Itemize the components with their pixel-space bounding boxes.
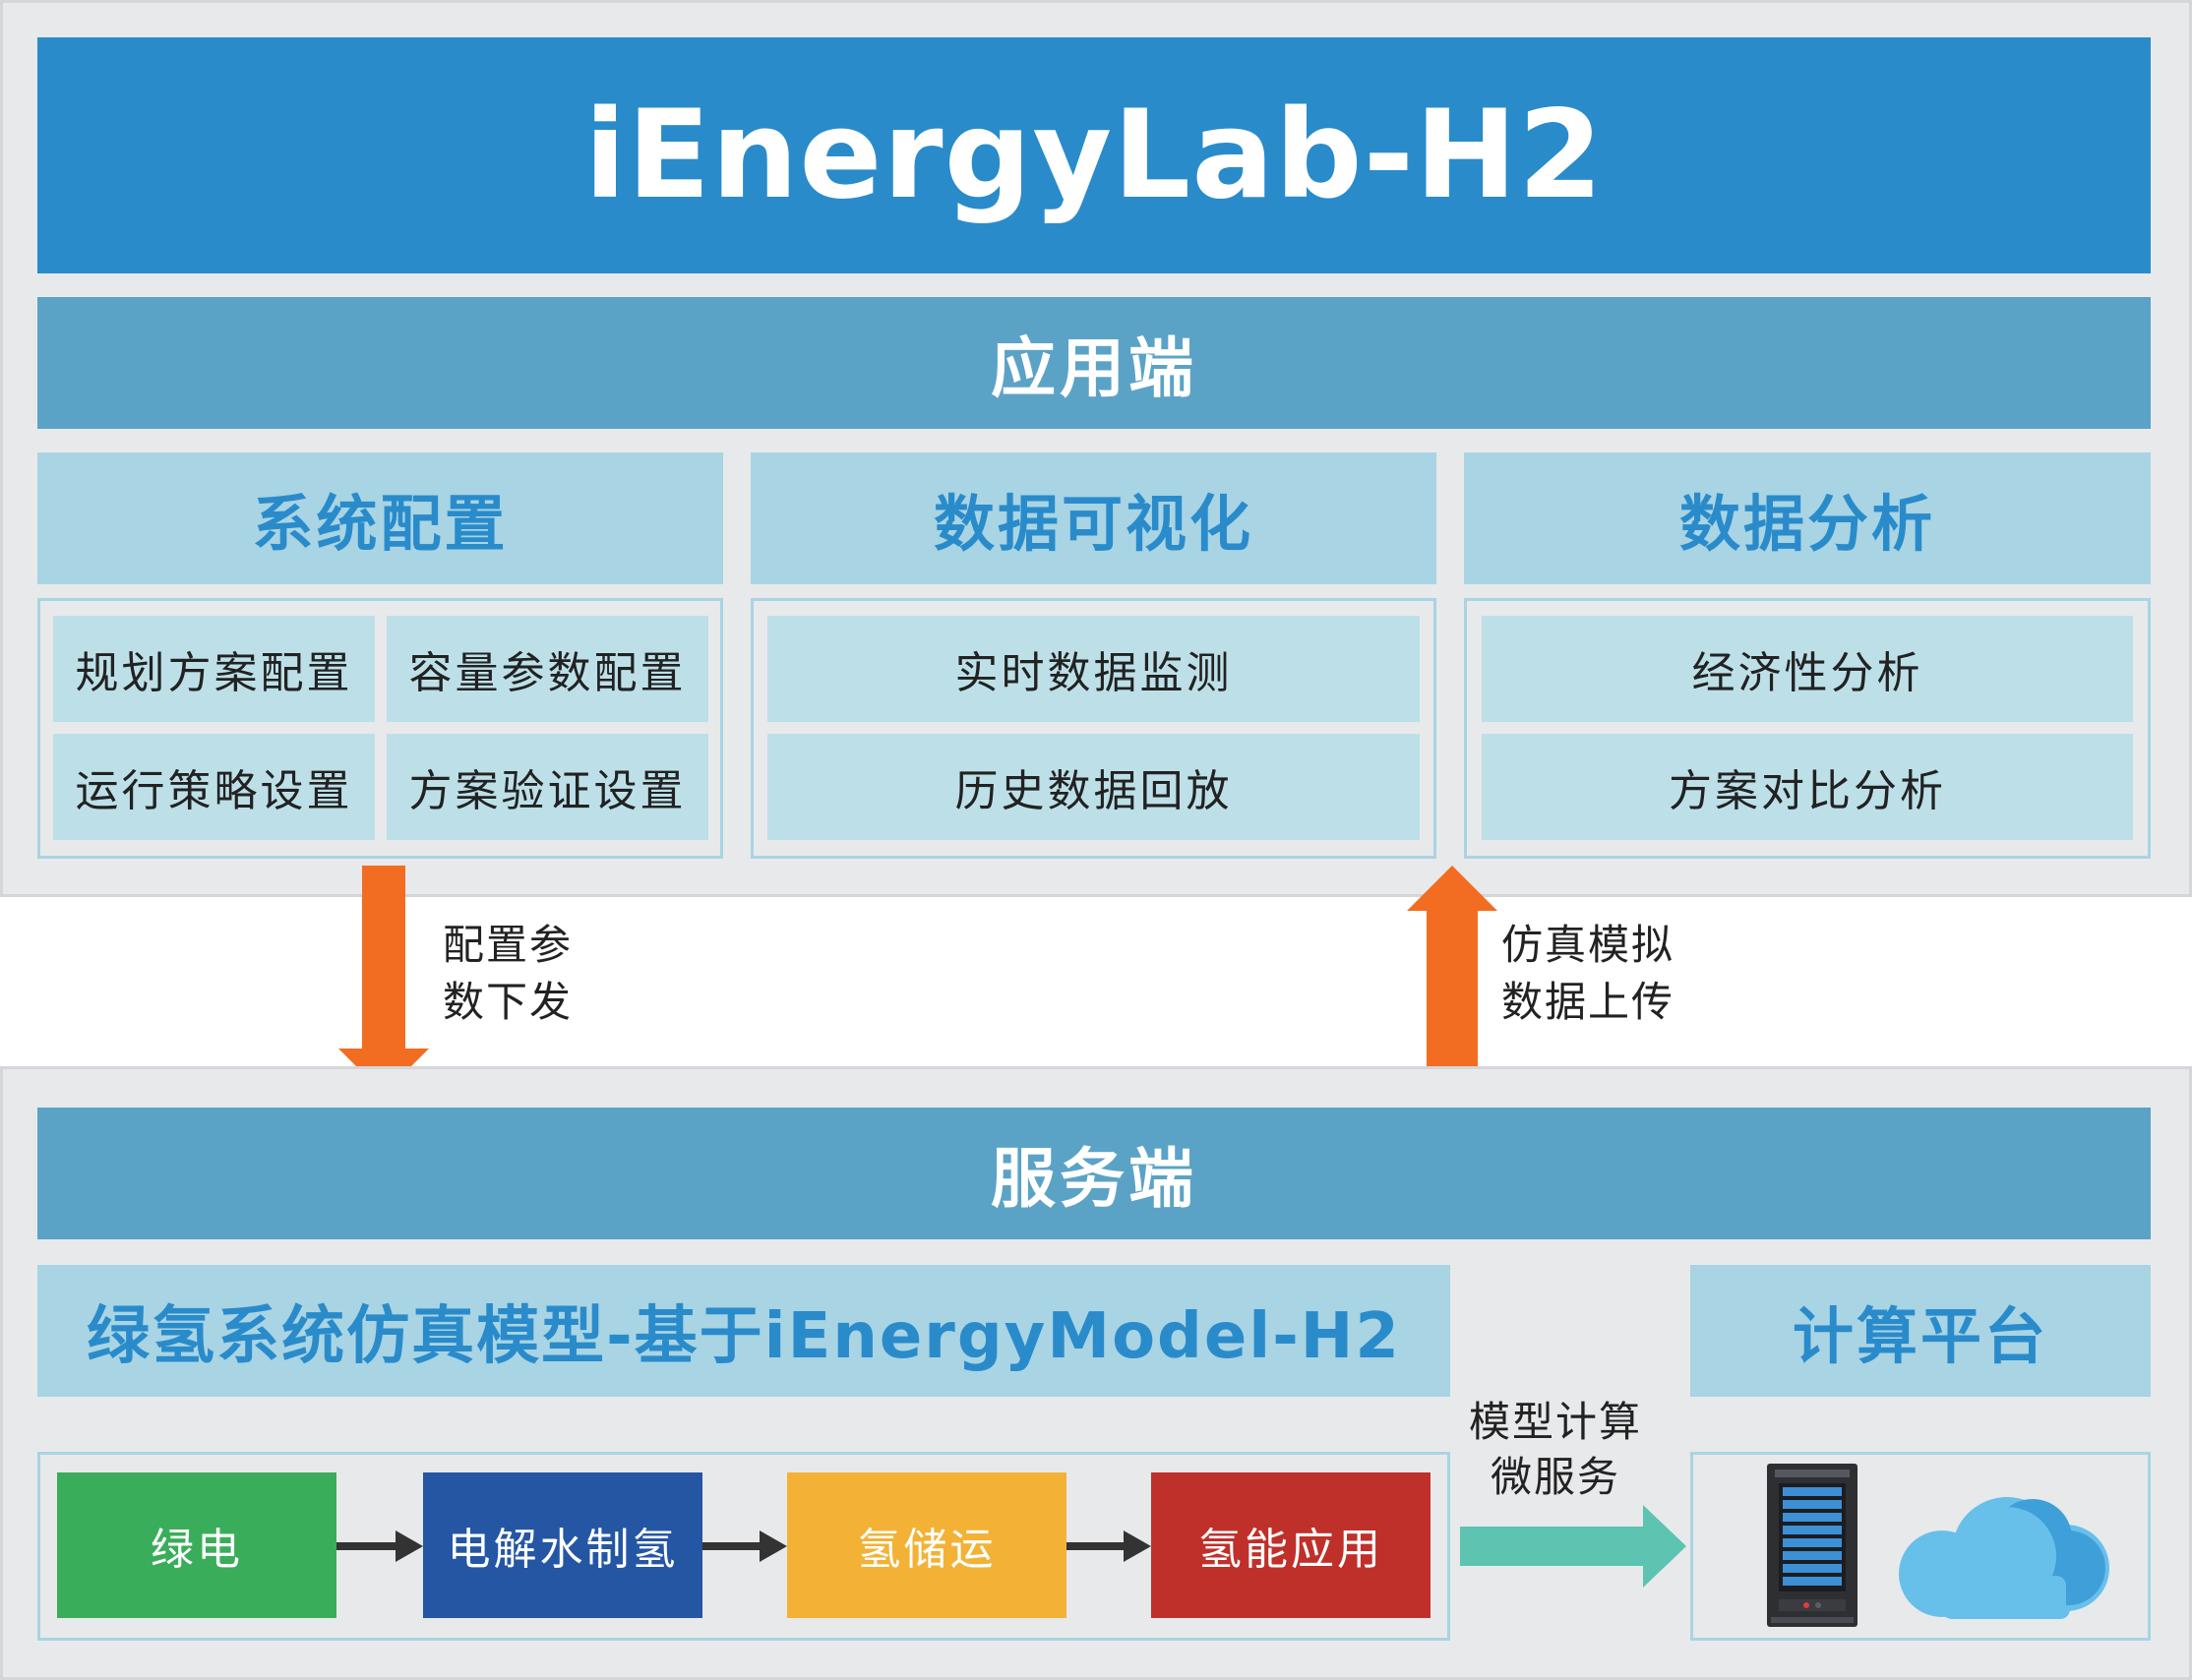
data-analysis-heading: 数据分析 [1464, 452, 2151, 584]
cloud-icon [1899, 1497, 2109, 1619]
scheme-comparison-analysis[interactable]: 方案对比分析 [1482, 734, 2133, 840]
data-visualization-heading: 数据可视化 [751, 452, 1436, 584]
capacity-params-config[interactable]: 容量参数配置 [387, 616, 708, 722]
down-arrow-label: 配置参 数下发 [443, 917, 639, 1031]
microservice-arrow-label-line2: 微服务 [1490, 1453, 1620, 1501]
scheme-validation-setting[interactable]: 方案验证设置 [387, 734, 708, 840]
up-arrow-label-line2: 数据上传 [1501, 978, 1675, 1026]
down-arrow-label-line2: 数下发 [443, 978, 574, 1026]
microservice-arrow-label-line1: 模型计算 [1468, 1398, 1642, 1446]
hydrogen-application-box[interactable]: 氢能应用 [1151, 1472, 1431, 1618]
system-config-heading: 系统配置 [37, 452, 723, 584]
system-config-frame [37, 598, 723, 859]
compute-platform-frame [1690, 1452, 2151, 1641]
microservice-arrow [1460, 1505, 1686, 1588]
up-arrow-label: 仿真模拟 数据上传 [1501, 917, 1737, 1031]
up-arrow-label-line1: 仿真模拟 [1501, 921, 1675, 969]
page-title: iEnergyLab-H2 [37, 37, 2151, 273]
down-arrow [338, 866, 429, 1094]
model-heading: 绿氢系统仿真模型-基于iEnergyModel-H2 [37, 1265, 1450, 1397]
data-analysis-frame [1464, 598, 2151, 859]
flow-arrow-1 [336, 1530, 423, 1562]
server-icon [1767, 1464, 1857, 1627]
app-layer-label: 应用端 [37, 297, 2151, 429]
hydrogen-storage-transport-box[interactable]: 氢储运 [787, 1472, 1066, 1618]
compute-platform-heading: 计算平台 [1690, 1265, 2151, 1397]
flow-arrow-2 [702, 1530, 787, 1562]
down-arrow-label-line1: 配置参 [443, 921, 574, 969]
planning-scheme-config[interactable]: 规划方案配置 [53, 616, 375, 722]
historical-data-playback[interactable]: 历史数据回放 [767, 734, 1420, 840]
realtime-data-monitoring[interactable]: 实时数据监测 [767, 616, 1420, 722]
data-visualization-frame [751, 598, 1436, 859]
economic-analysis[interactable]: 经济性分析 [1482, 616, 2133, 722]
microservice-arrow-label: 模型计算 微服务 [1450, 1395, 1661, 1505]
operation-strategy-setting[interactable]: 运行策略设置 [53, 734, 375, 840]
up-arrow [1407, 866, 1497, 1094]
green-power-box[interactable]: 绿电 [57, 1472, 336, 1618]
model-flow-frame [37, 1452, 1450, 1641]
flow-arrow-3 [1066, 1530, 1151, 1562]
server-layer-label: 服务端 [37, 1108, 2151, 1239]
electrolysis-hydrogen-box[interactable]: 电解水制氢 [423, 1472, 702, 1618]
